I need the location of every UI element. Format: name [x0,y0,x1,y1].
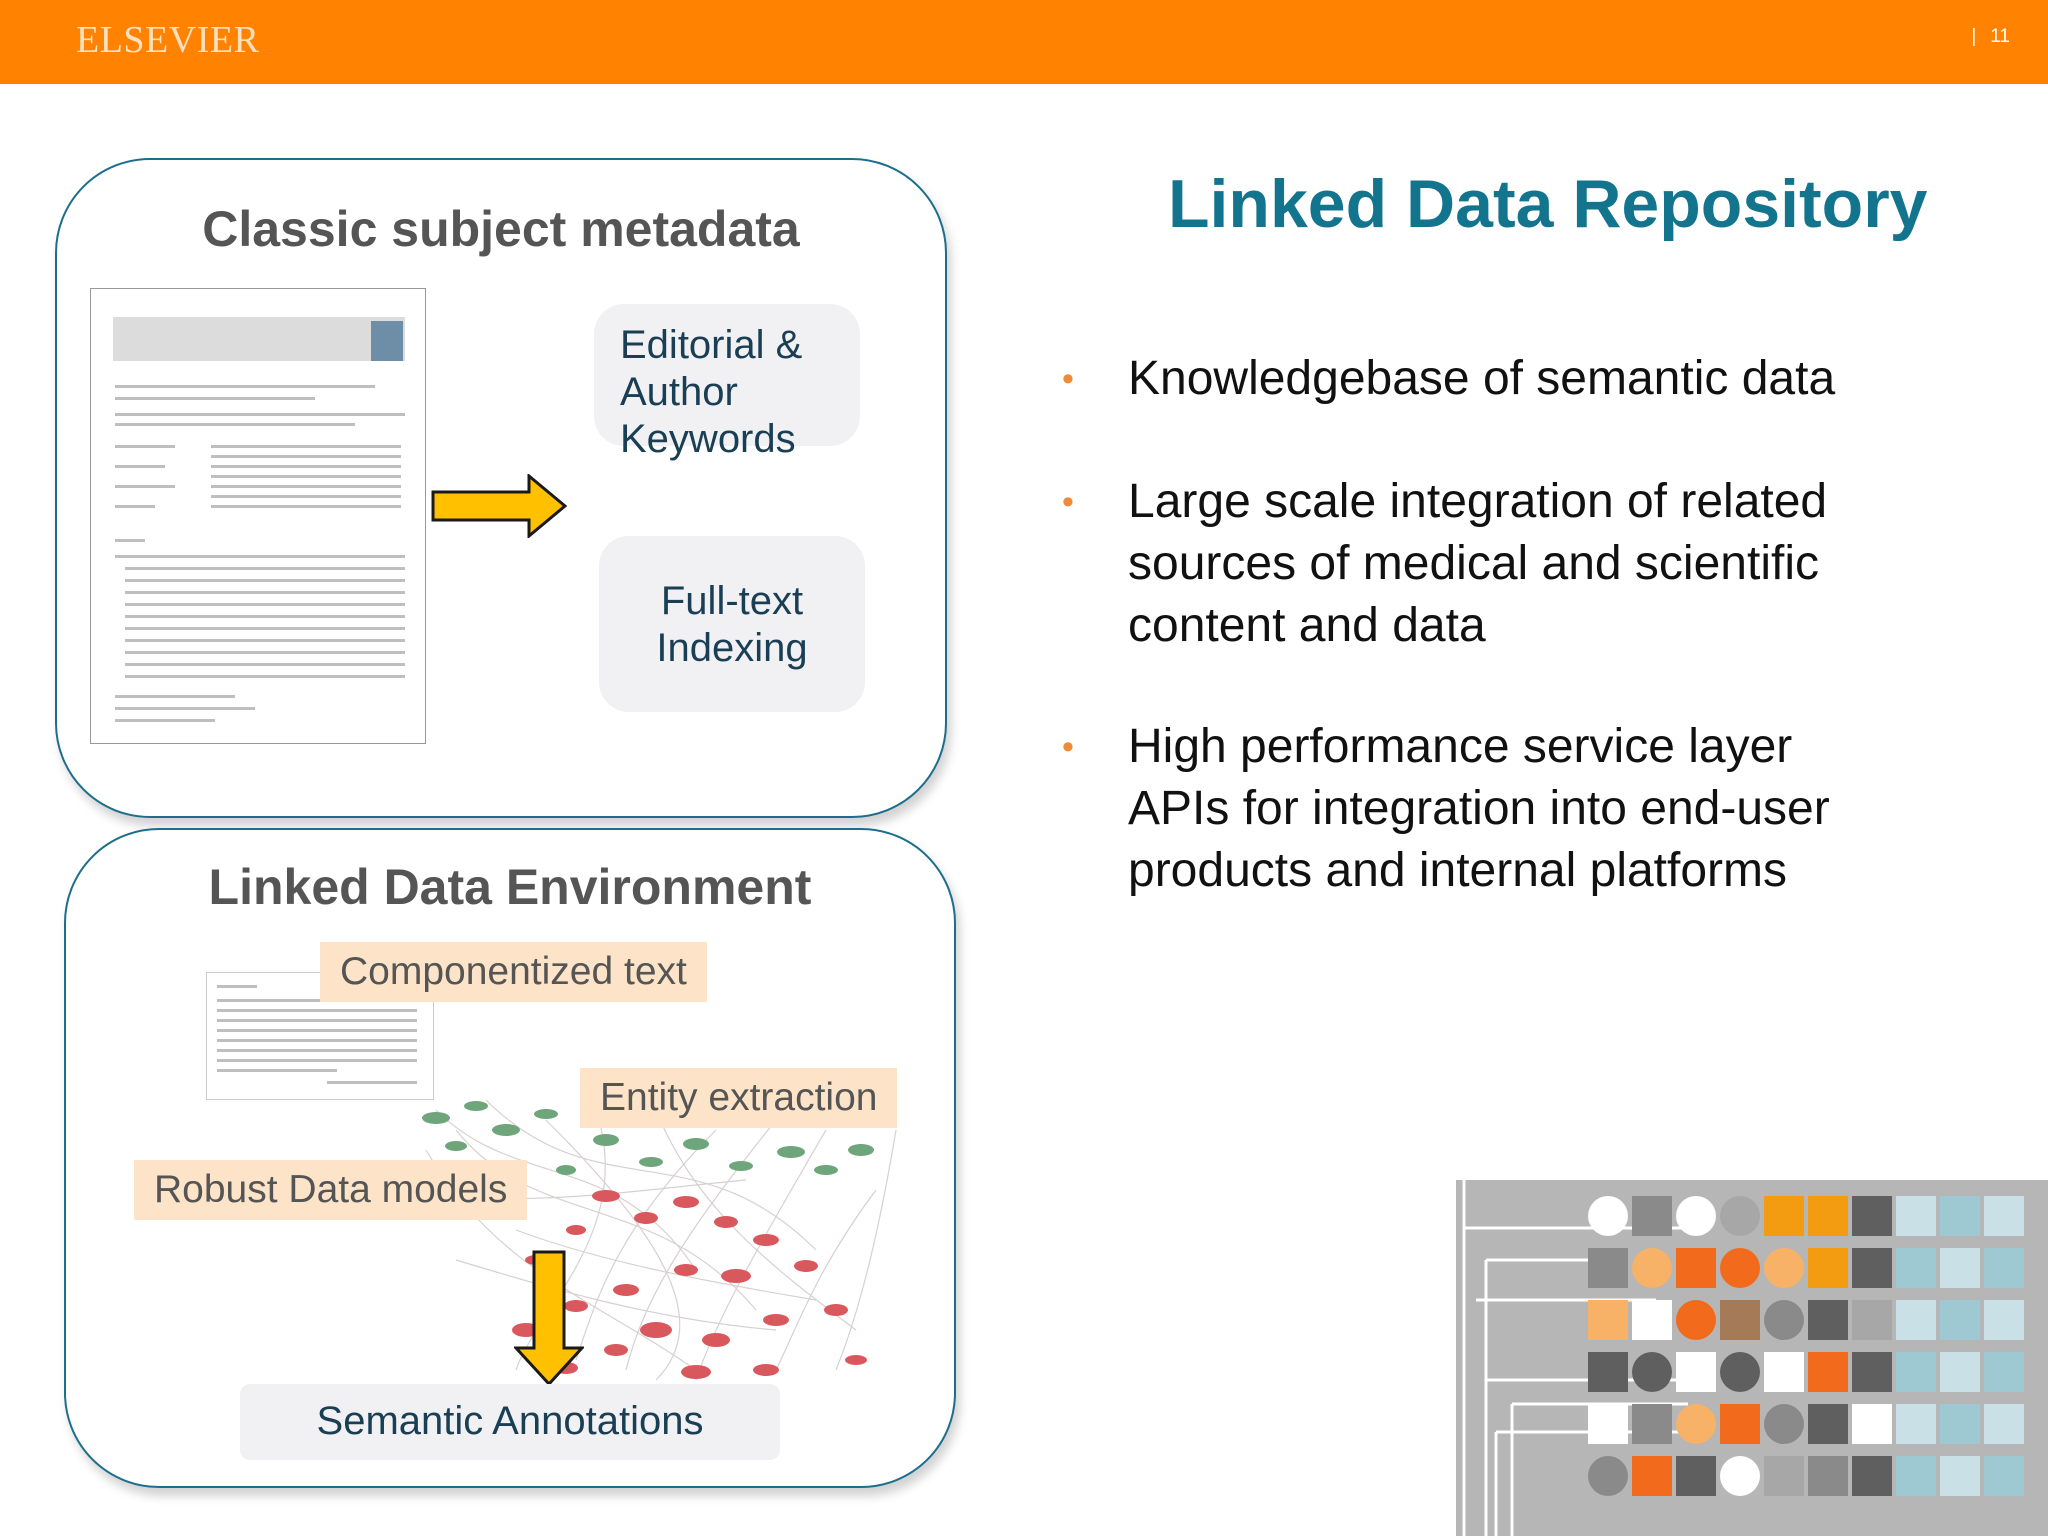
robust-data-models-tag: Robust Data models [134,1160,528,1220]
classic-metadata-panel: Classic subject metadata [55,158,947,818]
mosaic-tile [1764,1404,1804,1444]
page-number: | 11 [1971,26,2010,48]
mosaic-tile [1940,1456,1980,1496]
slide-title: Linked Data Repository [1168,166,1928,242]
mosaic-tile [1896,1352,1936,1392]
mosaic-tile [1720,1248,1760,1288]
mosaic-tile [1632,1404,1672,1444]
page-separator: | [1971,26,1977,47]
mosaic-tile [1984,1248,2024,1288]
componentized-text-tag: Componentized text [320,942,707,1002]
mosaic-tile [1676,1352,1716,1392]
mosaic-tile [1588,1404,1628,1444]
mosaic-tile [1676,1300,1716,1340]
article-thumbnail [90,288,426,744]
bullet-line: products and internal platforms [1128,844,1788,897]
arrow-down-icon [514,1250,584,1386]
mosaic-tile [1984,1456,2024,1496]
arrow-right-icon [431,474,567,538]
mosaic-tile [1984,1196,2024,1236]
mosaic-tile [1808,1300,1848,1340]
mosaic-tile [1588,1352,1628,1392]
mosaic-tile [1808,1248,1848,1288]
mosaic-tile [1852,1456,1892,1496]
box-line: Keywords [620,417,796,461]
page-number-value: 11 [1990,26,2010,47]
editorial-keywords-box: Editorial & Author Keywords [594,304,860,461]
bullet-dot: • [1062,483,1074,521]
mosaic-tile [1764,1248,1804,1288]
mosaic-tile [1984,1352,2024,1392]
mosaic-tile [1896,1248,1936,1288]
semantic-annotations-box: Semantic Annotations [240,1384,780,1460]
mosaic-tile [1808,1404,1848,1444]
mosaic-tile [1940,1404,1980,1444]
mosaic-tile [1808,1196,1848,1236]
box-line: Full-text [660,579,804,623]
semantic-annotations-label: Semantic Annotations [316,1399,704,1443]
mosaic-tile [1808,1456,1848,1496]
bullet-line: Knowledgebase of semantic data [1128,352,1836,405]
mosaic-tile [1896,1456,1936,1496]
mosaic-tile [1676,1248,1716,1288]
mosaic-tile [1764,1352,1804,1392]
mosaic-tile [1632,1248,1672,1288]
mosaic-tile [1588,1300,1628,1340]
mosaic-tile [1588,1248,1628,1288]
mosaic-tile [1764,1456,1804,1496]
mosaic-tile [1720,1196,1760,1236]
linked-data-panel: Linked Data Environment [64,828,956,1488]
mosaic-tile [1632,1196,1672,1236]
mosaic-tile [1632,1456,1672,1496]
bullet-line: High performance service layer [1128,720,1793,773]
bullet-line: APIs for integration into end-user [1128,782,1830,835]
bullet-line: Large scale integration of related [1128,475,1828,528]
mosaic-tile [1852,1300,1892,1340]
mosaic-tile [1720,1300,1760,1340]
mosaic-tile [1984,1404,2024,1444]
elsevier-logo: ELSEVIER [76,19,260,61]
bullet-line: sources of medical and scientific [1128,537,1819,590]
mosaic-tile [1720,1352,1760,1392]
mosaic-tile [1676,1404,1716,1444]
mosaic-tile [1984,1300,2024,1340]
box-line: Author [620,370,738,414]
header-bar: ELSEVIER | 11 [0,0,2048,84]
panel-title: Classic subject metadata [202,201,800,257]
mosaic-tile [1764,1300,1804,1340]
bullet-item: • Knowledgebase of semantic data [1062,348,1836,410]
box-line: Indexing [656,626,808,670]
bullet-dot: • [1062,728,1074,766]
mosaic-tile [1940,1300,1980,1340]
mosaic-tile [1896,1404,1936,1444]
bullet-line: content and data [1128,599,1486,652]
mosaic-tile [1676,1456,1716,1496]
mosaic-tile [1852,1248,1892,1288]
decorative-mosaic-image [1456,1180,2048,1536]
panel-title: Linked Data Environment [208,859,812,915]
mosaic-tile [1632,1352,1672,1392]
mosaic-tile [1588,1456,1628,1496]
mosaic-tile [1676,1196,1716,1236]
mosaic-tile [1940,1196,1980,1236]
mosaic-tile [1940,1248,1980,1288]
mosaic-tile [1896,1300,1936,1340]
bullet-item: • High performance service layer APIs fo… [1062,716,1830,902]
mosaic-tile [1632,1300,1672,1340]
box-line: Editorial & [620,323,803,367]
mosaic-tile [1852,1404,1892,1444]
mosaic-tile [1764,1196,1804,1236]
mosaic-tile [1852,1352,1892,1392]
bullet-dot: • [1062,360,1074,398]
mosaic-tile [1896,1196,1936,1236]
bullet-item: • Large scale integration of related sou… [1062,471,1828,657]
mosaic-tile [1940,1352,1980,1392]
mosaic-tile [1720,1456,1760,1496]
mosaic-tile [1852,1196,1892,1236]
mosaic-tile [1720,1404,1760,1444]
fulltext-indexing-box: Full-text Indexing [599,536,865,712]
mosaic-tile [1588,1196,1628,1236]
entity-extraction-tag: Entity extraction [580,1068,898,1128]
mosaic-tile [1808,1352,1848,1392]
